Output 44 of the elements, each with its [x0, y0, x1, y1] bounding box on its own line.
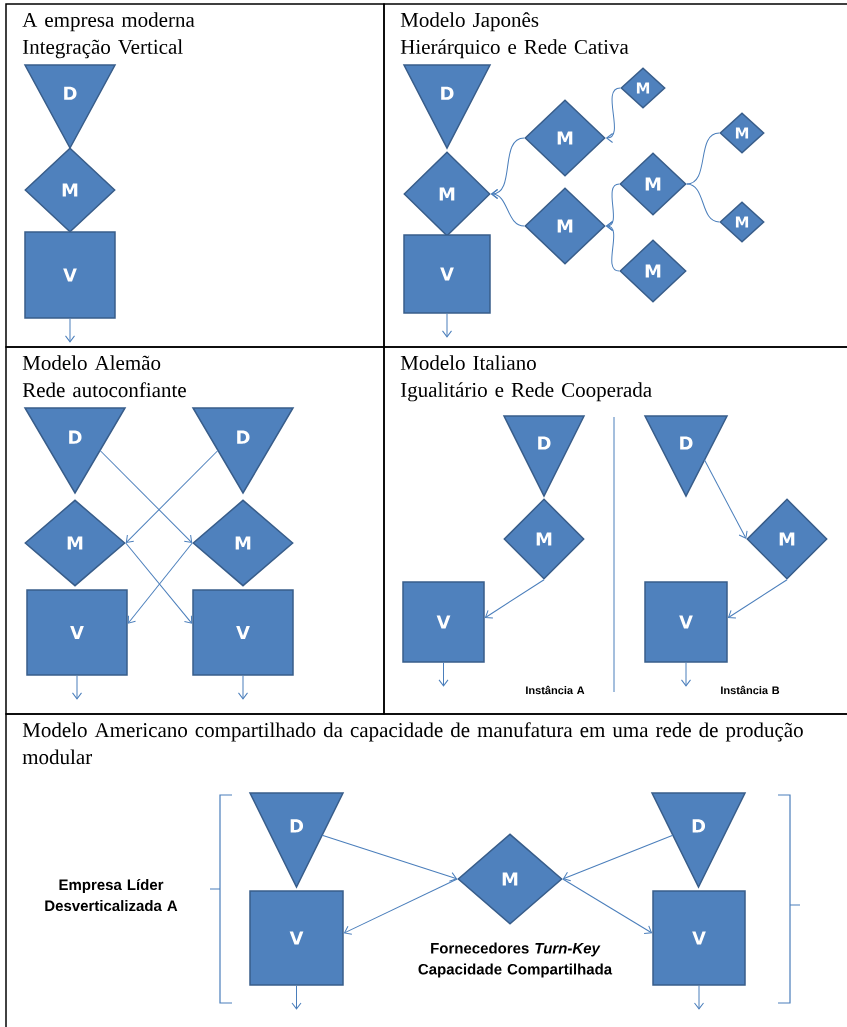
- square: V: [402, 581, 485, 663]
- arrow: [344, 878, 458, 935]
- panel-heading: Modelo Americano compartilhado da capacidade de manufatura em uma rede de produção modular: [22, 722, 803, 765]
- arrow: [65, 318, 75, 343]
- panel-heading: Rede autoconfiante: [22, 382, 186, 398]
- arrow: [72, 675, 82, 700]
- panel: [5, 3, 385, 348]
- panel: [5, 713, 847, 1027]
- square: V: [192, 589, 294, 676]
- caption-text: Instância A: [526, 685, 585, 695]
- panel: [5, 346, 385, 715]
- arrow: [681, 662, 691, 687]
- square: V: [652, 890, 746, 986]
- arrow: [99, 450, 193, 543]
- square: V: [24, 231, 116, 319]
- arrow: [704, 459, 748, 539]
- arrow: [321, 834, 457, 882]
- arrow: [442, 313, 452, 338]
- arrow: [438, 662, 449, 687]
- panel-heading: Igualitário e Rede Cooperada: [400, 382, 652, 402]
- square: V: [26, 589, 128, 676]
- panel-heading: A empresa moderna: [22, 12, 195, 32]
- square: V: [644, 581, 728, 663]
- caption-text: Empresa Líder Desverticalizada A: [45, 878, 178, 912]
- caption-text: Fornecedores Turn-Key Capacidade Compartilhada: [418, 942, 613, 978]
- arrow: [484, 579, 545, 619]
- arrow: [238, 675, 248, 700]
- arrow: [491, 189, 525, 227]
- arrow: [694, 985, 704, 1010]
- square: V: [249, 890, 344, 986]
- arrow: [727, 579, 788, 619]
- panel: [383, 3, 847, 348]
- panel-heading: Integração Vertical: [22, 39, 183, 59]
- panel-heading: Modelo Alemão: [22, 355, 161, 370]
- caption-text: Instância B: [721, 685, 780, 695]
- panel-heading: Modelo Italiano: [400, 355, 536, 370]
- panel-heading: Modelo Japonês: [400, 12, 539, 32]
- arrow: [291, 985, 302, 1010]
- panel: [383, 346, 847, 715]
- arrow: [562, 878, 653, 935]
- arrow: [125, 450, 219, 543]
- arrow: [563, 834, 674, 882]
- panel-heading: Hierárquico e Rede Cativa: [400, 39, 629, 59]
- square: V: [403, 234, 491, 314]
